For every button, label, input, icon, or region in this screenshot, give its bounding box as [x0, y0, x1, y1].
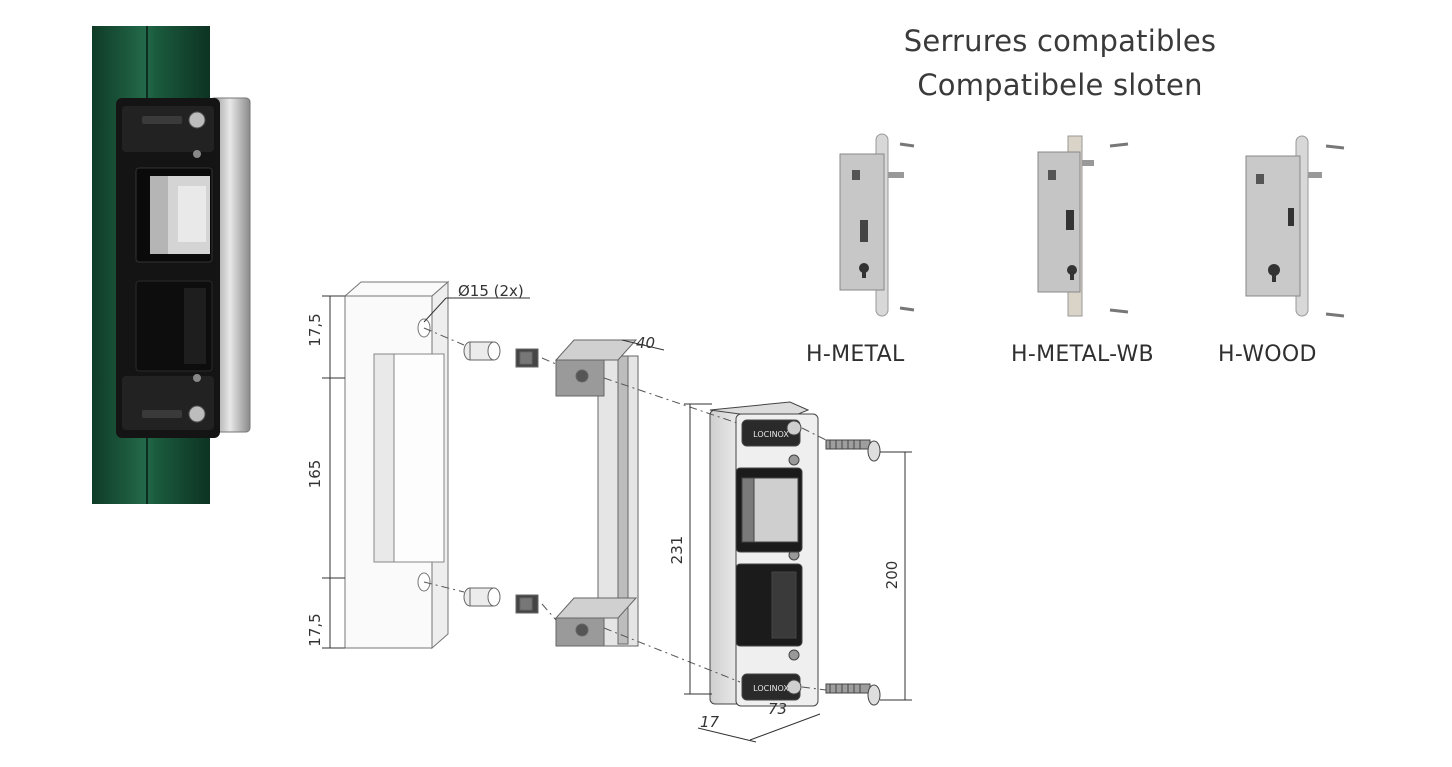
- insert-bottom: [463, 587, 539, 614]
- compatible-locks-title-nl: Compatibele sloten: [917, 68, 1203, 102]
- exploded-view-drawing: LOCINOX LOCINOX: [306, 280, 912, 743]
- lock-label-h-metal: H-METAL: [806, 342, 905, 367]
- keeper-body: [709, 401, 819, 707]
- lock-label-h-metal-wb: H-METAL-WB: [1011, 342, 1154, 367]
- insert-top: [463, 341, 539, 368]
- keeper-photo: [92, 26, 251, 504]
- lock-label-h-wood: H-WOOD: [1218, 342, 1317, 367]
- lock-h-metal-wb-image: [1037, 135, 1129, 317]
- brand-logo-bottom: LOCINOX: [753, 684, 789, 693]
- dim-keeper-depth: 17: [700, 713, 720, 731]
- dim-bracket-depth: 40: [636, 334, 655, 352]
- dim-screw-spacing: 200: [883, 561, 901, 590]
- dim-hole-diameter: Ø15 (2x): [458, 282, 524, 300]
- post-tube: [343, 280, 450, 650]
- alignment-lines: [423, 327, 827, 691]
- screw-top: [825, 439, 881, 462]
- dim-keeper-width: 73: [768, 700, 787, 718]
- dim-hole-spacing: 165: [306, 460, 324, 489]
- compatible-locks-title-fr: Serrures compatibles: [903, 24, 1217, 58]
- dim-top-offset: 17,5: [306, 313, 324, 346]
- dim-bottom-offset: 17,5: [306, 613, 324, 646]
- dim-keeper-height: 231: [668, 536, 686, 565]
- brand-logo-top: LOCINOX: [753, 430, 789, 439]
- screw-bottom: [825, 683, 881, 706]
- lock-h-wood-image: [1245, 135, 1345, 318]
- mounting-bracket: [554, 339, 639, 647]
- dimension-lines: [322, 295, 912, 743]
- lock-h-metal-image: [839, 133, 915, 317]
